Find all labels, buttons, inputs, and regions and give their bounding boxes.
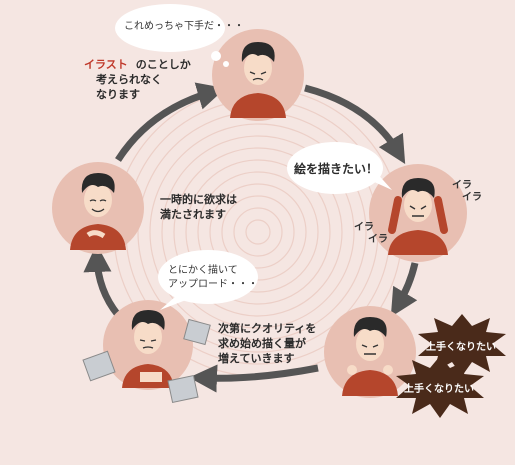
- speech-bubble-top: [115, 4, 229, 67]
- cycle-arrows: [83, 82, 419, 393]
- effect-right-2: イラ: [462, 192, 482, 203]
- speech-bubble-bottom-left: [158, 250, 258, 310]
- caption-top-line2: 考えられなく: [96, 73, 162, 86]
- arrow-bottom-left-to-left: [83, 244, 121, 318]
- caption-top-line1: イラストのことしか: [84, 58, 191, 72]
- speech-text-bottom-left-1: とにかく描いて: [168, 265, 238, 276]
- caption-bottom-line2: 求め始め描く量が: [218, 337, 306, 350]
- arrow-right-to-bottom-right: [390, 262, 419, 318]
- arrow-bottom-right-to-bottom-left: [189, 364, 319, 393]
- effect-right-1: イラ: [452, 180, 472, 191]
- caption-top-line3: なります: [96, 88, 140, 101]
- caption-bottom-line3: 増えていきます: [218, 352, 295, 365]
- caption-left-line2: 満たされます: [160, 208, 226, 221]
- character-bottom-right: [324, 306, 416, 398]
- burst-bottom: [396, 356, 484, 418]
- arrow-top-to-right: [304, 84, 406, 165]
- character-right: [369, 164, 467, 262]
- caption-top-highlight: イラスト: [84, 58, 128, 71]
- caption-top-line1-rest: のことしか: [135, 58, 191, 71]
- paper-sheets: [82, 318, 211, 404]
- character-bottom-left: [103, 300, 193, 390]
- speech-bubble-right: [287, 142, 392, 194]
- burst-text-2: 上手くなりたい: [404, 384, 474, 395]
- character-left: [52, 162, 144, 254]
- speech-text-right: 絵を描きたい！: [294, 162, 379, 176]
- speech-text-top: これめっちゃ下手だ・・・: [124, 21, 244, 32]
- effect-left-1: イラ: [354, 222, 374, 233]
- caption-bottom-line1: 次第にクオリティを: [218, 322, 317, 335]
- burst-text-1: 上手くなりたい: [426, 342, 496, 353]
- effect-left-2: イラ: [368, 234, 388, 245]
- character-top: [212, 29, 304, 121]
- caption-left-line1: 一時的に欲求は: [160, 193, 237, 206]
- arrow-left-to-top: [115, 82, 226, 162]
- speech-text-bottom-left-2: アップロード・・・: [168, 279, 258, 290]
